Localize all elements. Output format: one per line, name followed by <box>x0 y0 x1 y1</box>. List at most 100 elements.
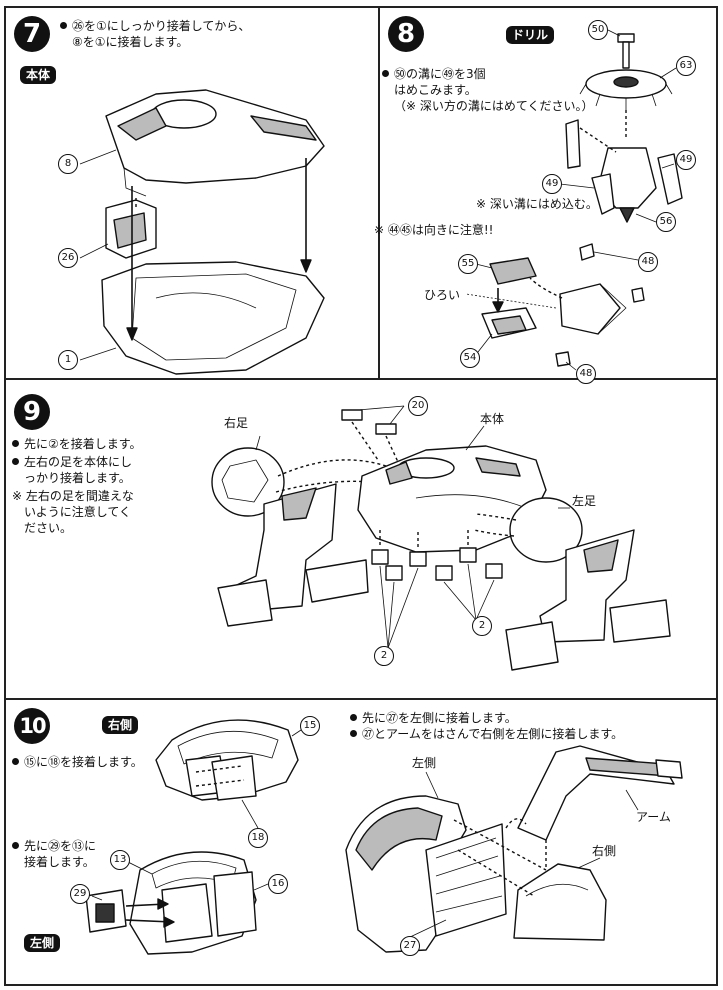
part-49-blade-shape-c <box>657 153 683 205</box>
part-number-20: 20 <box>408 396 428 416</box>
part-18-plate-shape <box>211 755 257 801</box>
step-7-panel: 7 ㉖を①にしっかり接着してから、 ⑧を①に接着します。 本体 8 26 1 <box>6 8 380 380</box>
step-10-bullet-c: 先に㉗を左側に接着します。 <box>350 710 517 726</box>
part-8-vent-shape <box>250 115 317 141</box>
right-leg-foot-a-shape <box>217 579 273 627</box>
part-2-peg-shape-c <box>409 551 427 567</box>
step-8-diagram <box>465 29 683 371</box>
step-7-tag-body: 本体 <box>20 66 57 84</box>
part-49-blade-shape-b <box>591 173 615 215</box>
left-leg-foot-a-shape <box>505 621 559 671</box>
part-20-shape-a <box>341 409 363 421</box>
bullet-dot-icon <box>12 842 19 849</box>
part-number-48-a: 48 <box>638 252 658 272</box>
bullet-dot-icon <box>12 458 19 465</box>
step-9-panel: 9 先に②を接着します。 左右の足を本体にし っかり接着します。 ※ 左右の足を… <box>6 380 716 700</box>
part-50-cap-shape <box>617 33 635 43</box>
bullet-dot-icon <box>350 730 357 737</box>
step-9-bullet-2a: 左右の足を本体にし <box>12 454 132 470</box>
right-leg-foot-b-shape <box>305 559 369 603</box>
part-26-window-shape <box>113 212 147 249</box>
step-9-bullet-2b: っかり接着します。 <box>24 471 131 485</box>
step-9-diagram <box>211 405 671 671</box>
step-9-label-right-leg: 右足 <box>224 416 249 430</box>
step-9-label-left-leg: 左足 <box>572 494 597 508</box>
arm-tip-shape <box>655 759 683 779</box>
step-8-label-wide: ひろい <box>424 288 461 302</box>
part-13-inner-shape <box>161 883 213 943</box>
part-number-54: 54 <box>460 348 480 368</box>
step-10-bullet-b2: 接着します。 <box>24 855 95 869</box>
bullet-dot-icon <box>12 440 19 447</box>
part-number-2-b: 2 <box>374 646 394 666</box>
step-8-note-direction: ※ ㊹㊺は向きに注意!! <box>374 223 494 237</box>
bullet-dot-icon <box>12 758 19 765</box>
step-8-instruction-1: ㊿の溝に㊾を3個 <box>382 66 486 82</box>
step-10-bullet-d: ㉗とアームをはさんで右側を左側に接着します。 <box>350 726 623 742</box>
drill-side-assembly-shape <box>559 283 621 335</box>
step-9-note-1: ※ 左右の足を間違えな <box>12 489 134 503</box>
step-10-bullet-a: ⑮に⑱を接着します。 <box>12 754 143 770</box>
part-number-48-b: 48 <box>576 364 596 384</box>
right-shell-shape <box>513 863 607 941</box>
step-8-number: 8 <box>388 16 424 52</box>
instruction-sheet-frame <box>4 6 718 986</box>
part-number-55: 55 <box>458 254 478 274</box>
step-10-panel: 10 右側 ⑮に⑱を接着します。 先に㉙を⑬に 接着します。 左側 先に㉗を左側… <box>6 700 716 984</box>
part-2-peg-shape-a <box>371 549 389 565</box>
step-8-note-deep: ※ 深い溝にはめ込む。 <box>476 197 598 211</box>
step-10-tag-right: 右側 <box>102 716 139 734</box>
part-2-peg-shape-d <box>435 565 453 581</box>
bullet-dot-icon <box>60 22 67 29</box>
left-leg-disc-shape <box>509 497 583 563</box>
part-50-pin-shape <box>622 41 630 69</box>
step-10-label-left: 左側 <box>412 756 437 770</box>
part-48-shape-b <box>631 287 645 303</box>
step-9-bullet-1: 先に②を接着します。 <box>12 436 142 452</box>
part-49-blade-shape-a <box>565 119 581 169</box>
step-8-instruction-2: はめこみます。 <box>394 83 477 97</box>
part-2-peg-shape-e <box>459 547 477 563</box>
part-20-shape-b <box>375 423 397 435</box>
step-9-note-2: いように注意してく <box>24 505 132 519</box>
part-2-peg-shape-b <box>385 565 403 581</box>
right-leg-hex-shape <box>221 459 269 503</box>
step-9-note-3: ださい。 <box>24 521 73 535</box>
step-10-label-arm: アーム <box>636 810 671 824</box>
step-8-instruction-3: （※ 深い方の溝にはめてください。） <box>394 99 594 113</box>
step-10-label-right: 右側 <box>592 844 617 858</box>
step-7-diagram <box>79 89 325 375</box>
part-16-plate-shape <box>213 871 257 937</box>
step-9-label-body: 本体 <box>480 412 505 426</box>
part-8-grille-shape <box>117 107 167 141</box>
part-number-63: 63 <box>676 56 696 76</box>
part-number-8: 8 <box>58 154 78 174</box>
part-1-inner-shape <box>131 273 297 361</box>
part-number-49-b: 49 <box>542 174 562 194</box>
part-55-shape <box>489 257 537 285</box>
part-number-18: 18 <box>248 828 268 848</box>
step-7-number: 7 <box>14 16 50 52</box>
step-10-diagram <box>85 719 683 955</box>
part-number-49-a: 49 <box>676 150 696 170</box>
step-9-number: 9 <box>14 394 50 430</box>
part-number-56: 56 <box>656 212 676 232</box>
part-number-1: 1 <box>58 350 78 370</box>
step-10-bullet-b1: 先に㉙を⑬に <box>12 838 96 854</box>
part-2-peg-shape-f <box>485 563 503 579</box>
part-number-13: 13 <box>110 850 130 870</box>
part-number-27: 27 <box>400 936 420 956</box>
bullet-dot-icon <box>382 70 389 77</box>
step-8-panel: 8 ドリル ㊿の溝に㊾を3個 はめこみます。 （※ 深い方の溝にはめてください。… <box>374 8 716 384</box>
step-10-tag-left: 左側 <box>24 934 61 952</box>
step-7-instruction-2: ⑧を①に接着します。 <box>72 35 189 49</box>
bullet-dot-icon <box>350 714 357 721</box>
part-48-shape-a <box>579 243 595 261</box>
part-number-50: 50 <box>588 20 608 40</box>
part-number-26: 26 <box>58 248 78 268</box>
part-number-16: 16 <box>268 874 288 894</box>
part-number-15: 15 <box>300 716 320 736</box>
step-8-tag-drill: ドリル <box>506 26 555 44</box>
part-number-2-a: 2 <box>472 616 492 636</box>
step-10-number: 10 <box>14 708 50 744</box>
